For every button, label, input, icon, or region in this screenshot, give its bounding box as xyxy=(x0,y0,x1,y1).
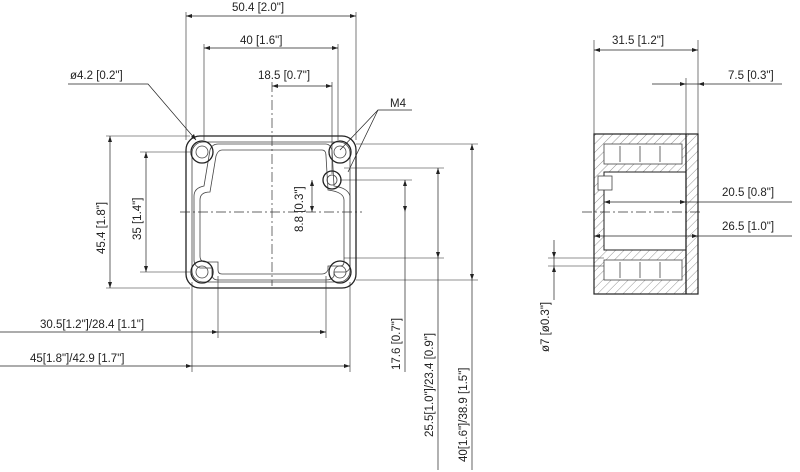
dim-center-offset: 18.5 [0.7"] xyxy=(258,70,310,82)
dim-center-offset-y: 8.8 [0.3"] xyxy=(294,186,306,232)
dim-hole-spacing-x: 40 [1.6"] xyxy=(240,35,282,47)
dim-hole-dia: ø7 [ø0.3"] xyxy=(540,302,552,352)
dim-overall-height: 45.4 [1.8"] xyxy=(96,202,108,254)
dim-17-6: 17.6 [0.7"] xyxy=(391,318,403,370)
dim-hole-spacing-y: 35 [1.4"] xyxy=(132,198,144,240)
dim-inner-depth: 20.5 [0.8"] xyxy=(722,187,774,199)
dim-overall-width: 50.4 [2.0"] xyxy=(232,2,284,14)
dim-25-5: 25.5[1.0"]/23.4 [0.9"] xyxy=(424,333,436,437)
dim-inner-width: 30.5[1.2"]/28.4 [1.1"] xyxy=(40,319,144,331)
dim-40: 40[1.6"]/38.9 [1.5"] xyxy=(458,368,470,462)
front-view: 50.4 [2.0"] 40 [1.6"] 18.5 [0.7"] ø4.2 [… xyxy=(0,2,478,470)
label-thread: M4 xyxy=(390,98,407,110)
label-hole-diameter: ø4.2 [0.2"] xyxy=(70,70,123,82)
dim-lid-depth: 7.5 [0.3"] xyxy=(728,70,774,82)
dim-outer-width: 45[1.8"]/42.9 [1.7"] xyxy=(30,353,124,365)
dim-depth-26-5: 26.5 [1.0"] xyxy=(722,221,774,233)
side-view: 31.5 [1.2"] 7.5 [0.3"] 20.5 [0.8"] 26. xyxy=(540,35,792,352)
dim-overall-depth: 31.5 [1.2"] xyxy=(612,35,664,47)
